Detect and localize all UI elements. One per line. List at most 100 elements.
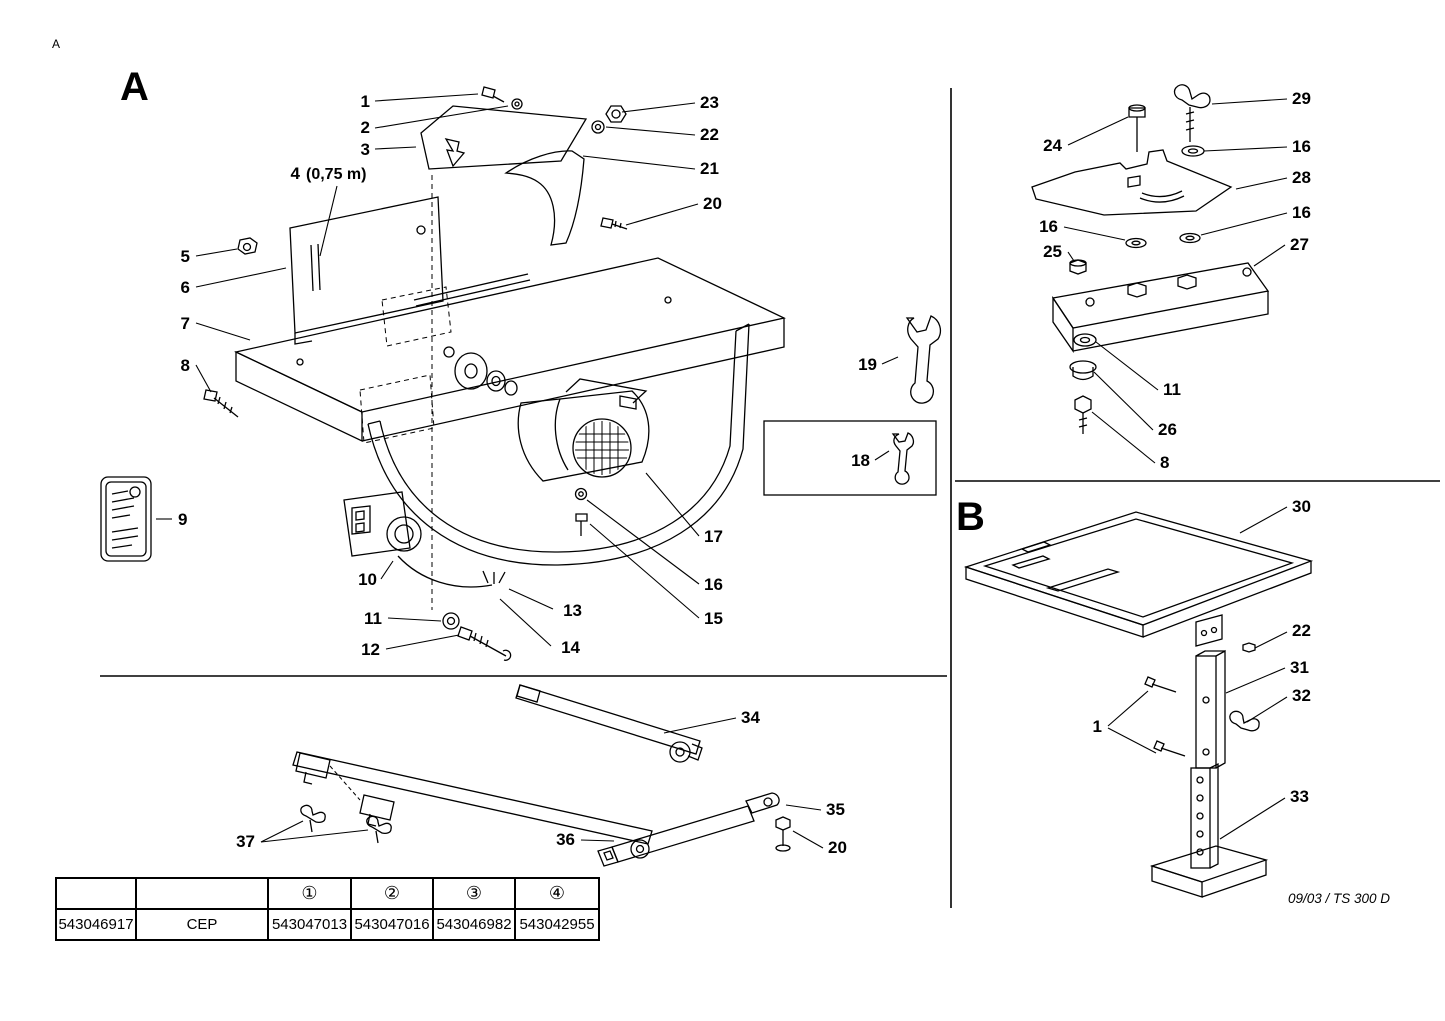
callout: 29 [1292, 89, 1311, 108]
fence-plate [289, 196, 444, 345]
clamp-plates [295, 752, 395, 827]
parts-table-data-row: 543046917 CEP 543047013 543047016 543046… [55, 908, 600, 941]
callout: 20 [828, 838, 847, 857]
upper-tube-34 [515, 684, 703, 763]
footer-revision-note: 09/03 / TS 300 D [1288, 891, 1390, 906]
callout: 1 [1093, 717, 1102, 736]
section-b-label: B [956, 495, 985, 539]
table-cell-empty [55, 877, 137, 910]
table-cell-partno: 543047013 [267, 908, 352, 941]
callout: 17 [704, 527, 723, 546]
hitch-35 [745, 792, 780, 814]
callout: 25 [1043, 242, 1062, 261]
guard-screw-icon [481, 86, 505, 103]
callout-dimension: (0,75 m) [306, 166, 366, 183]
callout: 36 [556, 830, 575, 849]
table-cell-empty [135, 877, 269, 910]
lower-column-33 [1190, 762, 1219, 869]
washer-16-top-icon [1181, 145, 1205, 157]
callout: 16 [1039, 217, 1058, 236]
base-plate-27 [1051, 262, 1270, 354]
callout: 14 [561, 638, 580, 657]
wing-bolt-29-icon [1173, 84, 1211, 142]
callout: 13 [563, 601, 582, 620]
leader-lines [156, 93, 1288, 849]
nut-25-icon [1069, 259, 1087, 275]
parts-table: ① ② ③ ④ 543046917 CEP 543047013 54304701… [55, 877, 600, 941]
callout: 24 [1043, 136, 1062, 155]
nut-22-icon [1242, 642, 1256, 653]
callout: 18 [851, 451, 870, 470]
parts-table-header-row: ① ② ③ ④ [55, 877, 600, 910]
table-header-variant-1: ① [267, 877, 352, 910]
table-header-variant-4: ④ [514, 877, 600, 910]
page-corner-marker: A [52, 37, 60, 51]
callout: 31 [1290, 658, 1309, 677]
callout: 27 [1290, 235, 1309, 254]
screw-8-icon [203, 389, 239, 418]
washer-stack-11-26-8 [1069, 333, 1097, 434]
callout: 34 [741, 708, 760, 727]
callout: 33 [1290, 787, 1309, 806]
open-wrench-small-icon [891, 432, 915, 485]
bolt-20-icon [775, 816, 791, 852]
motor-grill-icon [575, 421, 629, 475]
upper-column-31 [1195, 649, 1226, 769]
callout: 32 [1292, 686, 1311, 705]
callout-labels: A A B 09/03 / TS 300 D 1 2 3 4 (0,75 m) … [52, 37, 1390, 906]
callout: 5 [181, 247, 190, 266]
riving-knife [504, 150, 585, 246]
callout: 4 [291, 164, 301, 183]
table-cell-partno: 543046982 [432, 908, 516, 941]
guard-arrow-icon [444, 138, 466, 168]
wing-nut-32-icon [1229, 710, 1260, 732]
arbor-parts [443, 346, 518, 396]
stand-frame [367, 323, 750, 566]
guard-nut-icon [605, 105, 627, 123]
tray-30 [963, 511, 1314, 638]
callout: 16 [1292, 137, 1311, 156]
nut-5-icon [237, 237, 258, 255]
callout: 10 [358, 570, 377, 589]
callout: 16 [704, 575, 723, 594]
table-cell-partno: 543046917 [55, 908, 137, 941]
callout: 22 [1292, 621, 1311, 640]
callout: 15 [704, 609, 723, 628]
callout: 16 [1292, 203, 1311, 222]
tow-bar-36 [597, 805, 755, 867]
table-cell-partno: 543047016 [350, 908, 434, 941]
wrench-box [763, 420, 937, 496]
callout: 28 [1292, 168, 1311, 187]
callout: 12 [361, 640, 380, 659]
tray-bracket [1195, 614, 1223, 647]
callout: 21 [700, 159, 719, 178]
table-header-variant-3: ③ [432, 877, 516, 910]
table-cell-model: CEP [135, 908, 269, 941]
callout: 3 [361, 140, 370, 159]
section-dividers [100, 88, 1440, 908]
manual-card [100, 476, 152, 562]
callout: 19 [858, 355, 877, 374]
construction-lines [359, 175, 452, 610]
callout: 8 [181, 356, 190, 375]
callout: 8 [1160, 453, 1169, 472]
callout: 30 [1292, 497, 1311, 516]
callout: 6 [181, 278, 190, 297]
screw-24-icon [1128, 104, 1146, 152]
blade-guard [420, 105, 588, 170]
callout: 7 [181, 314, 190, 333]
bracket-subassembly-drawing [1031, 84, 1270, 434]
callout: 11 [364, 609, 382, 628]
section-a-label: A [120, 65, 149, 109]
motor [517, 378, 650, 482]
washer-16-mid-icons [1125, 232, 1201, 249]
wing-screws-37-icon [300, 804, 392, 844]
callout: 1 [361, 92, 370, 111]
guard-washer-icon [511, 98, 523, 110]
saw-table-top [234, 257, 786, 443]
washer-bolt-group [442, 612, 512, 661]
callout: 35 [826, 800, 845, 819]
open-wrench-large-icon [905, 315, 942, 404]
callout: 22 [700, 125, 719, 144]
